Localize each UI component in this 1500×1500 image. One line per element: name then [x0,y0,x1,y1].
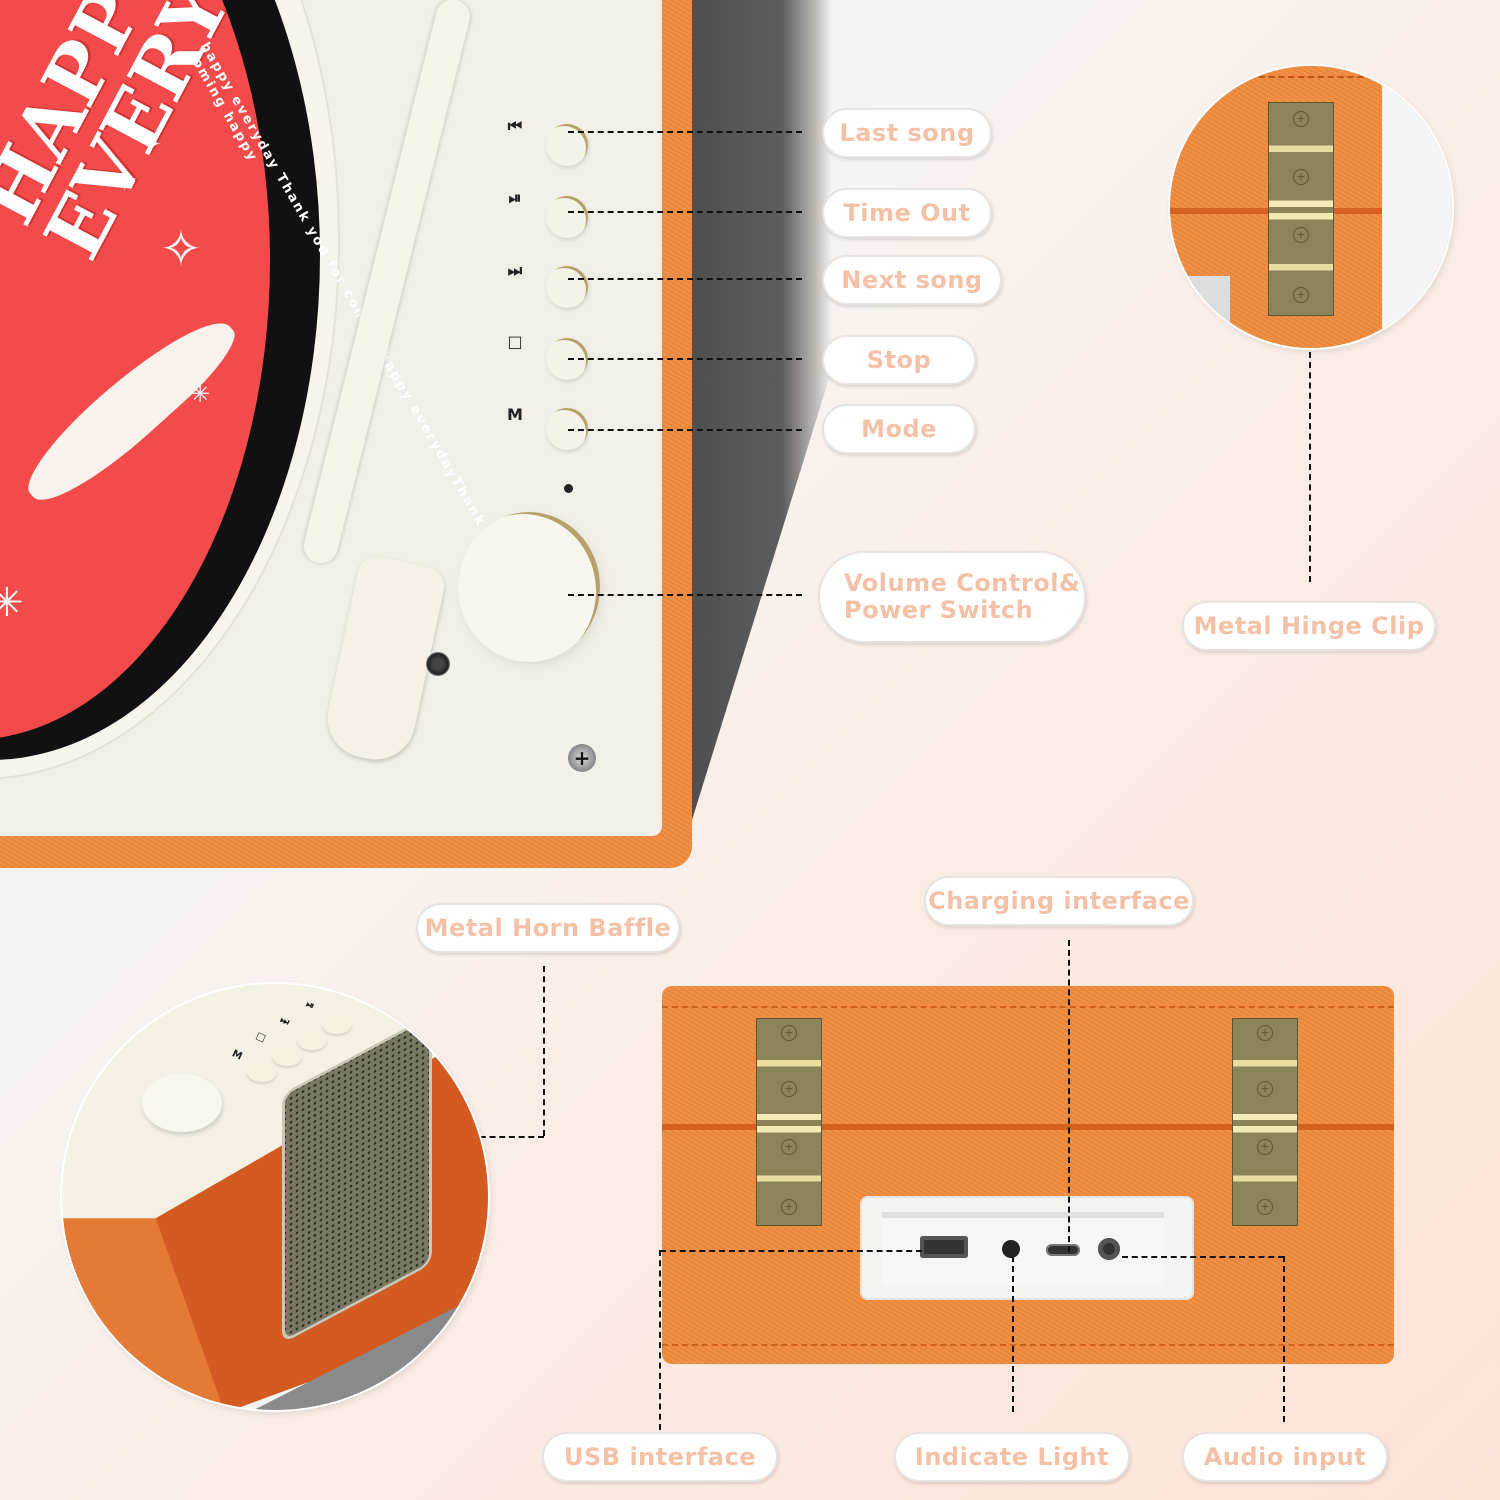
mode-icon: M [507,405,523,424]
metal-hinge-clip: + + + + [1268,102,1334,316]
cast-shadow [692,0,832,820]
callout-volume-power: Volume Control& Power Switch [818,551,1086,643]
callout-audio-input: Audio input [1182,1432,1388,1482]
callout-next-song: Next song [822,255,1002,305]
screw-icon: + [568,744,596,772]
leader-line [568,429,802,431]
port-panel-corner [1170,276,1230,326]
usb-c-charging-port[interactable] [1046,1244,1080,1256]
tonearm-pivot-screw [426,652,450,676]
callout-last-song: Last song [822,108,992,158]
mini-button [322,1014,352,1034]
case-edge [1382,66,1452,348]
leader-line [659,1250,661,1430]
next-track-icon: ⏭ [507,261,523,280]
leader-line [568,278,802,280]
stitch-line [662,1006,1394,1008]
hinge-screw-icon: + [781,1025,797,1041]
record-player-case: HAPPY EVERYDAY ✦ ✦ ✧ ✳ ✳ happy everyday … [0,0,692,868]
hinge-screw-icon: + [781,1139,797,1155]
callout-indicate-light: Indicate Light [894,1432,1130,1482]
play-pause-icon: ⏯ [508,188,522,207]
callout-volume-line1: Volume Control& [844,569,1081,597]
callout-metal-hinge-clip: Metal Hinge Clip [1182,601,1436,651]
leader-line [568,594,802,596]
mini-button [247,1062,277,1082]
speaker-detail-circle: M □ ⏭ ⏯ [62,984,488,1410]
mini-volume-knob [142,1074,222,1132]
audio-input-jack[interactable] [1098,1238,1120,1260]
sparkle-icon: ✧ [160,220,202,278]
hinge-screw-icon: + [781,1199,797,1215]
callout-mode: Mode [822,404,976,454]
metal-hinge-clip-right: + + + + [1232,1018,1298,1226]
indicator-hole [564,484,573,493]
callout-volume-line2: Power Switch [844,596,1034,624]
leader-line [568,358,802,360]
stop-icon: □ [507,332,523,351]
callout-usb-interface: USB interface [542,1432,778,1482]
sparkle-icon: ✦ [110,160,139,200]
leader-line [543,966,545,1136]
leader-line [1012,1256,1014,1412]
hinge-screw-icon: + [1293,169,1309,185]
record-player-top-plate: HAPPY EVERYDAY ✦ ✦ ✧ ✳ ✳ happy everyday … [0,0,662,836]
metal-hinge-clip-left: + + + + [756,1018,822,1226]
leader-line [568,131,802,133]
leader-line [1309,352,1311,582]
next-song-button[interactable] [546,266,588,308]
volume-power-knob[interactable] [458,512,600,662]
callout-metal-horn-baffle: Metal Horn Baffle [416,903,680,953]
hinge-screw-icon: + [1257,1139,1273,1155]
hinge-screw-icon: + [1293,227,1309,243]
port-panel [860,1196,1194,1300]
hinge-screw-icon: + [1293,111,1309,127]
hinge-screw-icon: + [1257,1025,1273,1041]
case-back-view: + + + + + + + + [662,986,1394,1364]
hinge-screw-icon: + [1293,287,1309,303]
leader-line [1068,940,1070,1252]
hinge-detail-circle: + + + + [1170,66,1452,348]
sparkle-icon: ✦ [140,130,162,160]
indicator-light [1002,1240,1020,1258]
dolphin-graphic [13,300,247,520]
previous-track-icon: ⏮ [507,116,523,135]
callout-time-out: Time Out [822,188,992,238]
hinge-screw-icon: + [781,1081,797,1097]
usb-port[interactable] [920,1236,968,1258]
callout-stop: Stop [822,335,976,385]
hinge-screw-icon: + [1257,1081,1273,1097]
leader-line [568,211,802,213]
leader-line [1122,1256,1284,1258]
hinge-screw-icon: + [1257,1199,1273,1215]
callout-charging-interface: Charging interface [924,876,1194,926]
stitch-line [1170,76,1452,78]
mini-button [297,1030,327,1050]
mini-button [272,1046,302,1066]
leader-line [1283,1256,1285,1422]
sparkle-icon: ✳ [0,580,24,626]
stitch-line [662,1344,1394,1346]
time-out-button[interactable] [546,196,588,238]
case-split [662,1124,1394,1130]
leader-line [660,1250,922,1252]
